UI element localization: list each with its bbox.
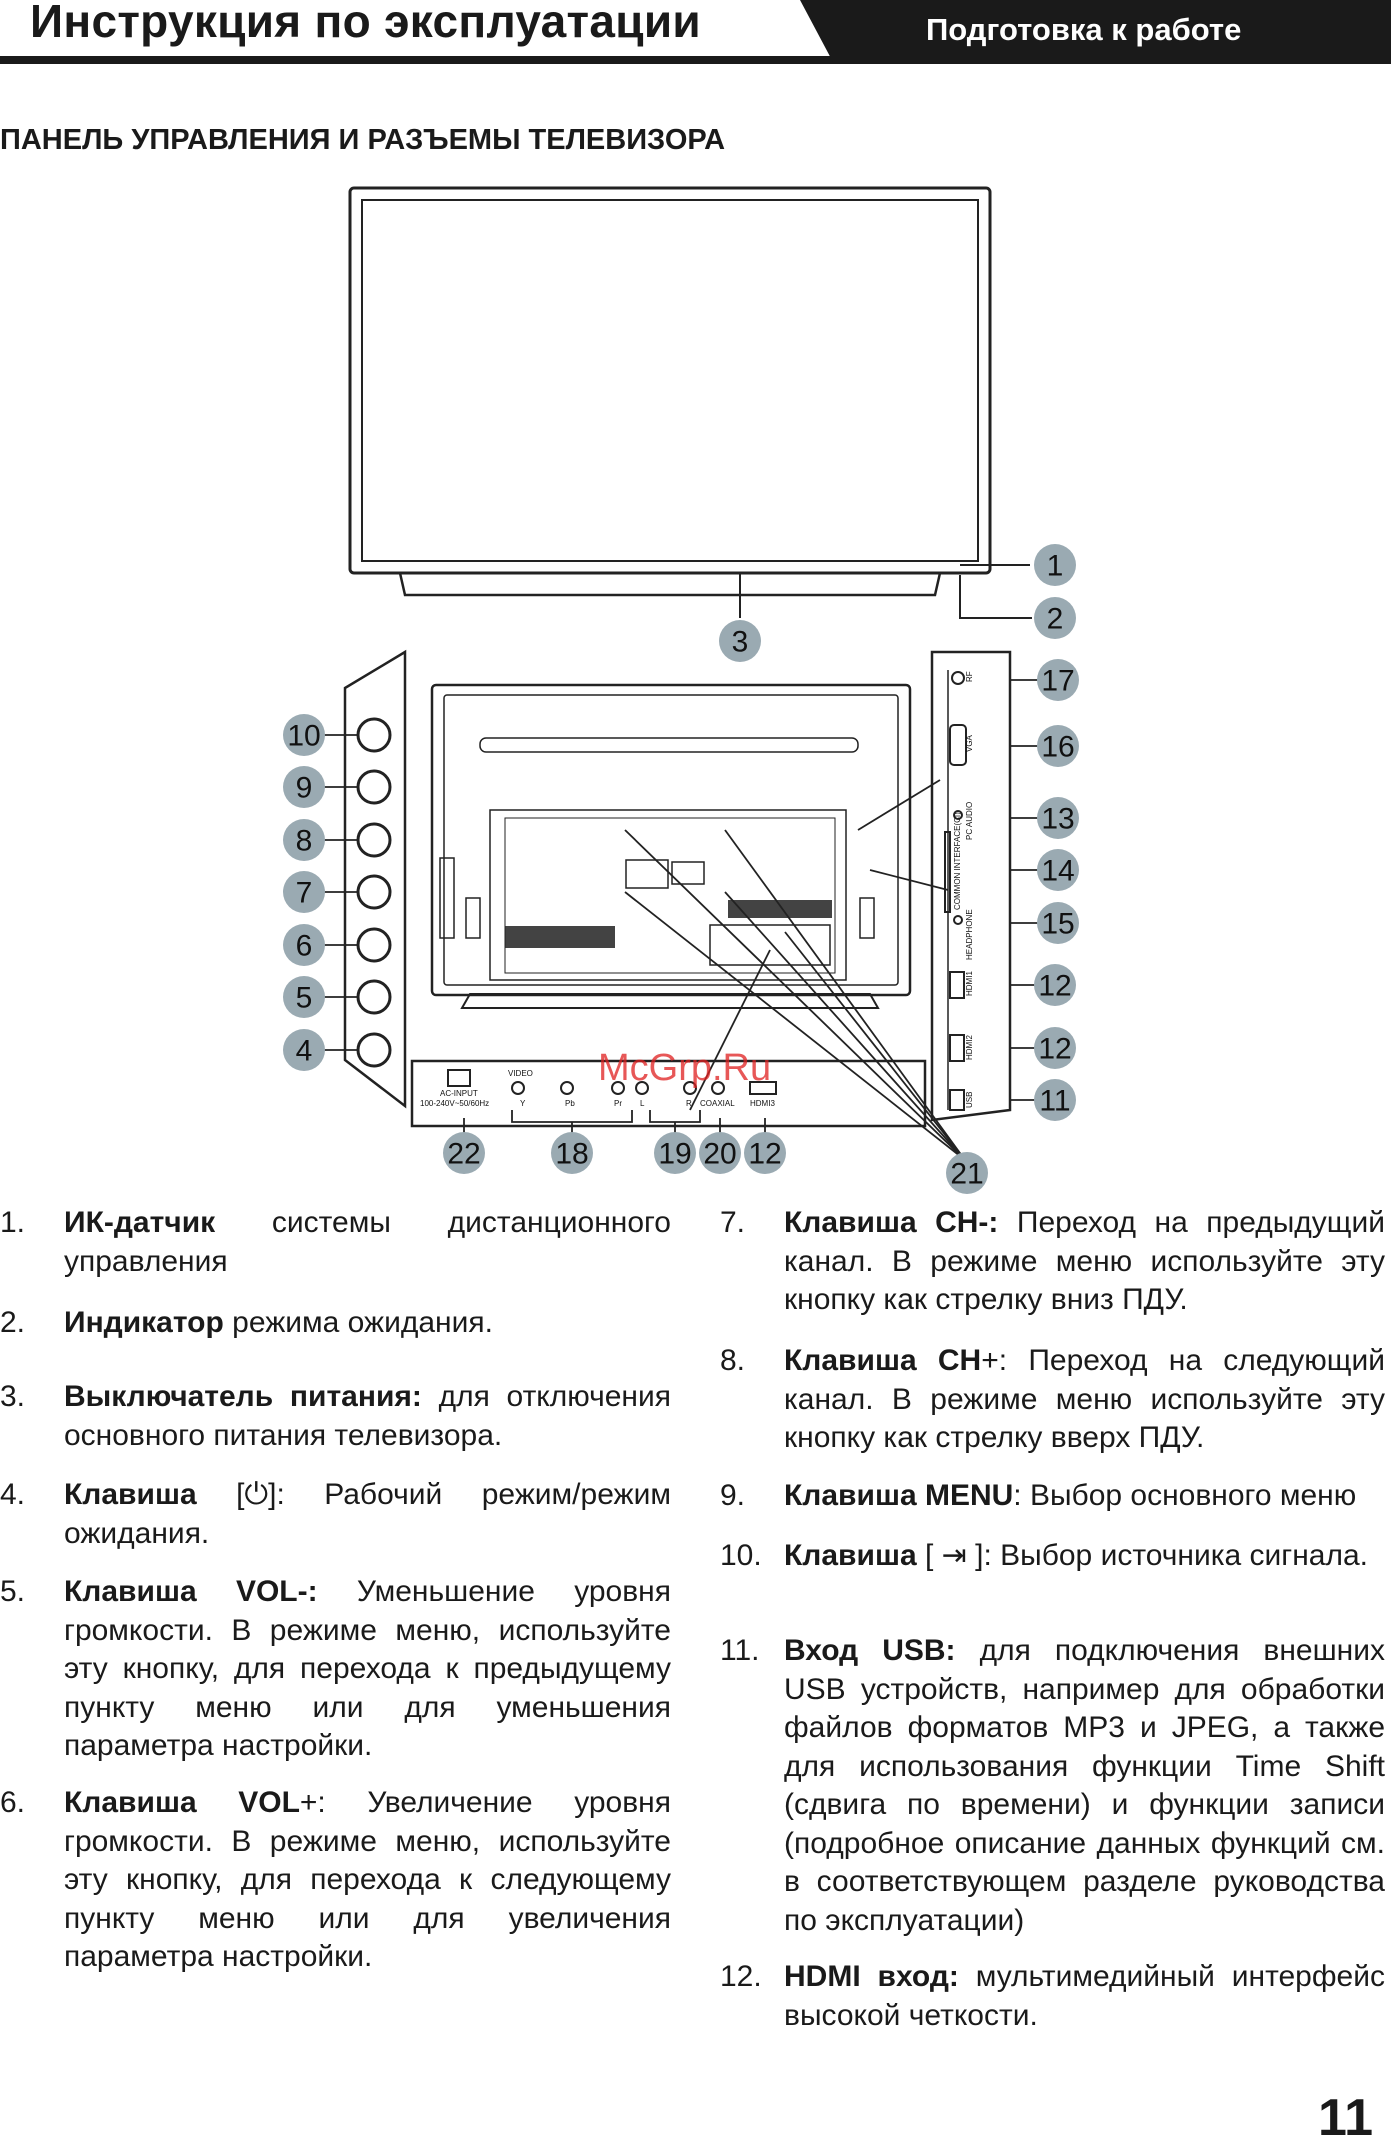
ci-slot bbox=[944, 831, 951, 913]
audio-r-port bbox=[683, 1081, 697, 1095]
bottom-port-panel bbox=[410, 1059, 927, 1128]
callout-1: 1 bbox=[1034, 544, 1076, 586]
svg-text:8: 8 bbox=[296, 825, 313, 858]
vga-port bbox=[949, 724, 967, 766]
svg-text:19: 19 bbox=[658, 1138, 691, 1171]
svg-text:14: 14 bbox=[1041, 855, 1074, 888]
header-section-label: Подготовка к работе bbox=[926, 12, 1242, 47]
callout-6: 6 bbox=[283, 924, 325, 966]
svg-text:5: 5 bbox=[296, 982, 313, 1015]
svg-text:12: 12 bbox=[1038, 970, 1071, 1003]
callout-18: 18 bbox=[551, 1132, 593, 1174]
callout-9: 9 bbox=[283, 766, 325, 808]
callout-5: 5 bbox=[283, 976, 325, 1018]
callout-12c: 12 bbox=[744, 1132, 786, 1174]
tv-front-frame bbox=[348, 186, 992, 575]
svg-text:7: 7 bbox=[296, 877, 313, 910]
page-header-title: Инструкция по эксплуатации bbox=[30, 0, 702, 47]
callout-19: 19 bbox=[654, 1132, 696, 1174]
pr-label: Pr bbox=[614, 1099, 622, 1108]
callout-21: 21 bbox=[946, 1152, 988, 1194]
svg-text:12: 12 bbox=[748, 1138, 781, 1171]
r-label: R bbox=[686, 1099, 692, 1108]
hdmi2-port bbox=[949, 1034, 965, 1062]
svg-text:3: 3 bbox=[732, 626, 749, 659]
svg-text:22: 22 bbox=[447, 1138, 480, 1171]
page-number: 11 bbox=[1318, 2089, 1373, 2147]
callout-7: 7 bbox=[283, 871, 325, 913]
ci-label: COMMON INTERFACE(CI) bbox=[953, 812, 962, 910]
usb-label: USB bbox=[965, 1092, 974, 1108]
pc-audio-label: PC AUDIO bbox=[965, 802, 974, 840]
svg-text:12: 12 bbox=[1038, 1033, 1071, 1066]
pc-audio-port bbox=[953, 810, 963, 820]
svg-text:15: 15 bbox=[1041, 908, 1074, 941]
pb-port bbox=[560, 1081, 574, 1095]
vga-label: VGA bbox=[965, 734, 974, 752]
hdmi1-port bbox=[949, 971, 965, 999]
rf-port bbox=[951, 671, 965, 685]
callout-22: 22 bbox=[443, 1132, 485, 1174]
coaxial-port bbox=[711, 1081, 725, 1095]
callout-17: 17 bbox=[1037, 659, 1079, 701]
video-label: VIDEO bbox=[508, 1069, 533, 1078]
callout-15: 15 bbox=[1037, 902, 1079, 944]
callout-10: 10 bbox=[283, 714, 325, 756]
rf-label: RF bbox=[965, 671, 974, 682]
ac-rating-label: 100-240V~50/60Hz bbox=[420, 1099, 489, 1108]
ac-input-port bbox=[447, 1069, 471, 1087]
side-button-strip bbox=[343, 649, 407, 1109]
header-section-tab bbox=[800, 0, 1391, 64]
section-heading: ПАНЕЛЬ УПРАВЛЕНИЯ И РАЗЪЕМЫ ТЕЛЕВИЗОРА bbox=[0, 124, 726, 156]
ac-input-label: AC-INPUT bbox=[440, 1089, 478, 1098]
hdmi2-label: HDMI2 bbox=[965, 1035, 974, 1060]
callout-12a: 12 bbox=[1034, 964, 1076, 1006]
headphone-port bbox=[953, 915, 963, 925]
header-rule bbox=[0, 56, 1391, 64]
svg-text:2: 2 bbox=[1047, 603, 1064, 636]
svg-text:10: 10 bbox=[287, 720, 320, 753]
callout-14: 14 bbox=[1037, 849, 1079, 891]
callout-11: 11 bbox=[1034, 1079, 1076, 1121]
callout-20: 20 bbox=[699, 1132, 741, 1174]
svg-text:11: 11 bbox=[1039, 1085, 1070, 1118]
callout-2: 2 bbox=[1034, 597, 1076, 639]
hdmi3-port bbox=[749, 1081, 777, 1095]
watermark: McGrp.Ru bbox=[598, 1047, 771, 1089]
callout-4: 4 bbox=[283, 1029, 325, 1071]
audio-l-port bbox=[635, 1081, 649, 1095]
usb-port bbox=[949, 1089, 965, 1111]
callout-16: 16 bbox=[1037, 725, 1079, 767]
svg-text:6: 6 bbox=[296, 930, 313, 963]
tv-screen bbox=[361, 199, 979, 562]
pr-port bbox=[611, 1081, 625, 1095]
svg-text:17: 17 bbox=[1041, 665, 1074, 698]
side-buttons bbox=[356, 717, 392, 1068]
svg-text:1: 1 bbox=[1047, 550, 1064, 583]
callout-3: 3 bbox=[719, 620, 761, 662]
svg-text:18: 18 bbox=[555, 1138, 588, 1171]
tv-back-panel bbox=[430, 683, 912, 997]
hdmi1-label: HDMI1 bbox=[965, 971, 974, 996]
video-y-port bbox=[511, 1081, 525, 1095]
headphone-label: HEADPHONE bbox=[965, 909, 974, 960]
svg-text:13: 13 bbox=[1041, 803, 1074, 836]
side-port-panel bbox=[930, 650, 1012, 1122]
callout-13: 13 bbox=[1037, 797, 1079, 839]
hdmi3-label: HDMI3 bbox=[750, 1099, 775, 1108]
callout-8: 8 bbox=[283, 819, 325, 861]
svg-text:20: 20 bbox=[703, 1138, 736, 1171]
svg-text:21: 21 bbox=[950, 1158, 983, 1191]
svg-text:9: 9 bbox=[296, 772, 313, 805]
tv-panel-diagram: RF VGA PC AUDIO COMMON INTERFACE(CI) HEA… bbox=[283, 186, 1079, 1194]
y-label: Y bbox=[520, 1099, 526, 1108]
tv-stand bbox=[398, 571, 942, 597]
coaxial-label: COAXIAL bbox=[700, 1099, 735, 1108]
callout-12b: 12 bbox=[1034, 1027, 1076, 1069]
svg-text:16: 16 bbox=[1041, 731, 1074, 764]
svg-text:4: 4 bbox=[296, 1035, 313, 1068]
l-label: L bbox=[640, 1099, 645, 1108]
pb-label: Pb bbox=[565, 1099, 575, 1108]
